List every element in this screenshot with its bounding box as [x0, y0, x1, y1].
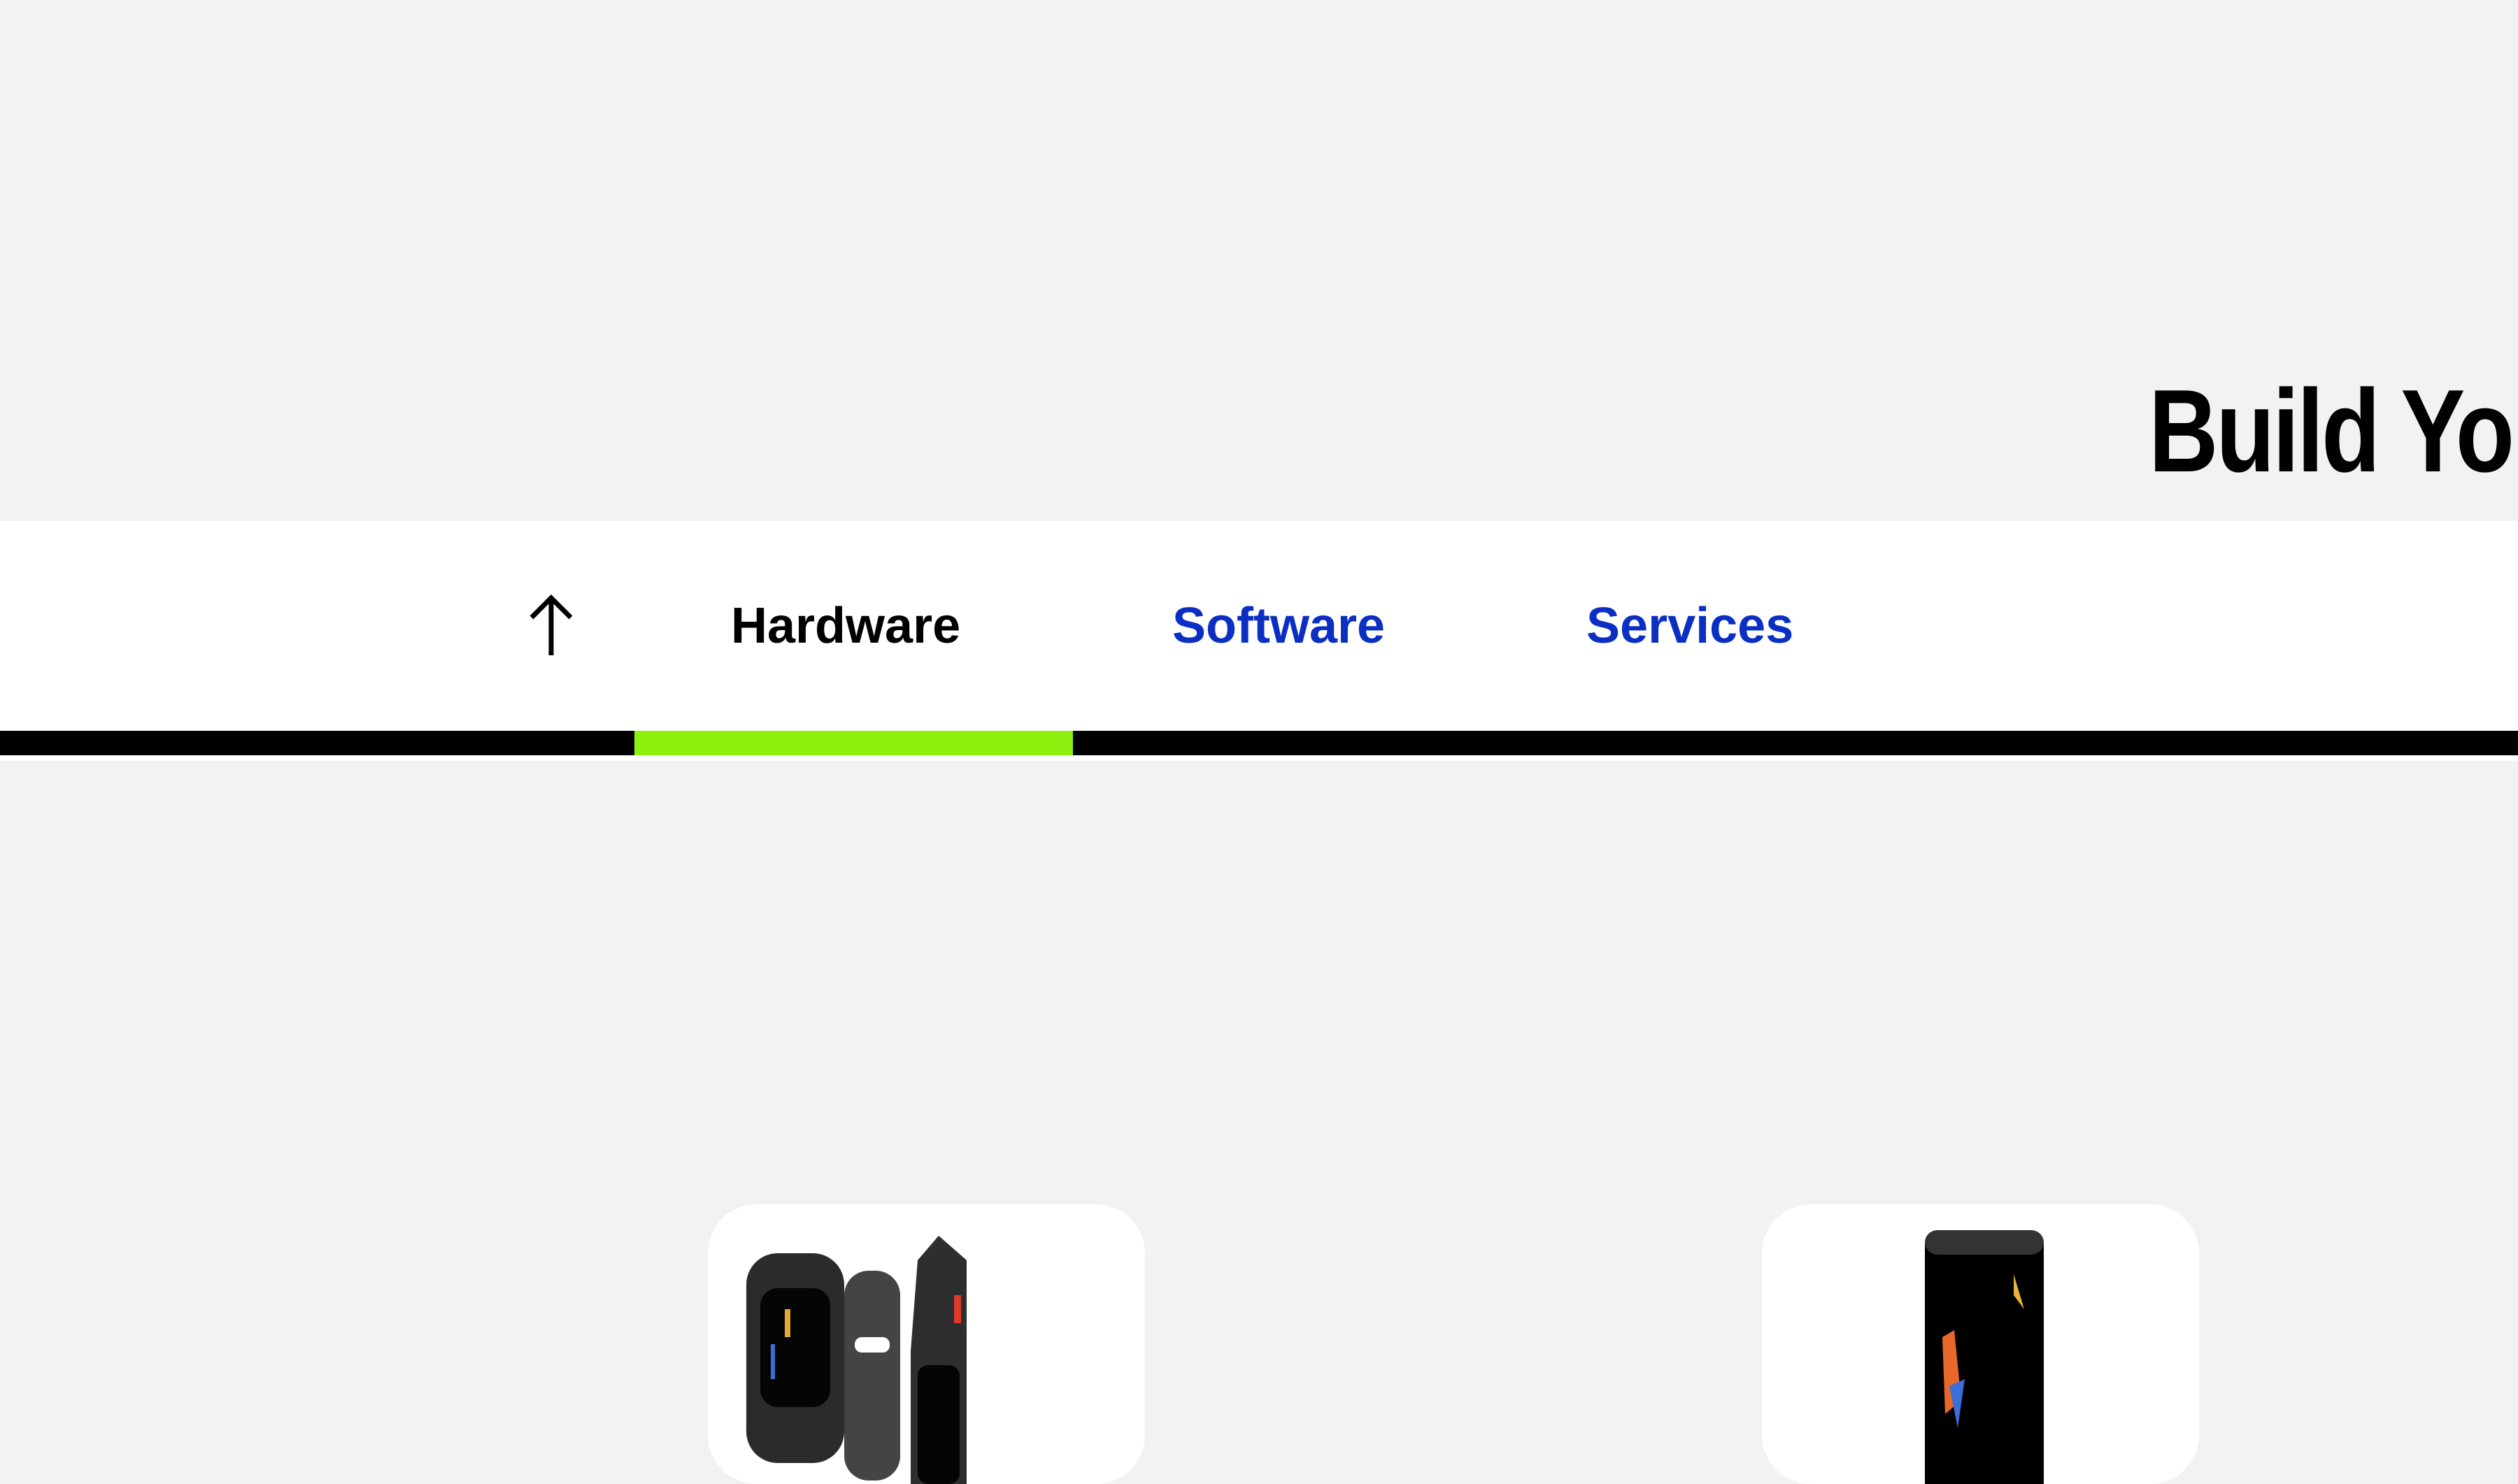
tab-indicator-active: [634, 731, 1073, 755]
product-card-smartwatch[interactable]: [708, 1204, 1145, 1484]
tab-software[interactable]: Software: [1172, 598, 1386, 654]
smartphone-product-image: [1925, 1230, 2044, 1484]
tab-indicator-track: [0, 731, 2518, 755]
category-nav: Hardware Software Services: [0, 521, 2518, 731]
arrow-up-icon: [529, 594, 573, 655]
tab-services[interactable]: Services: [1586, 598, 1794, 654]
nav-divider: [0, 755, 2518, 761]
product-card-smartphone[interactable]: [1762, 1204, 2199, 1484]
smartwatch-product-image: [746, 1236, 967, 1484]
tab-hardware[interactable]: Hardware: [731, 598, 961, 654]
scroll-to-top-button[interactable]: [525, 591, 578, 661]
hero-title: Build You: [2149, 365, 2518, 497]
